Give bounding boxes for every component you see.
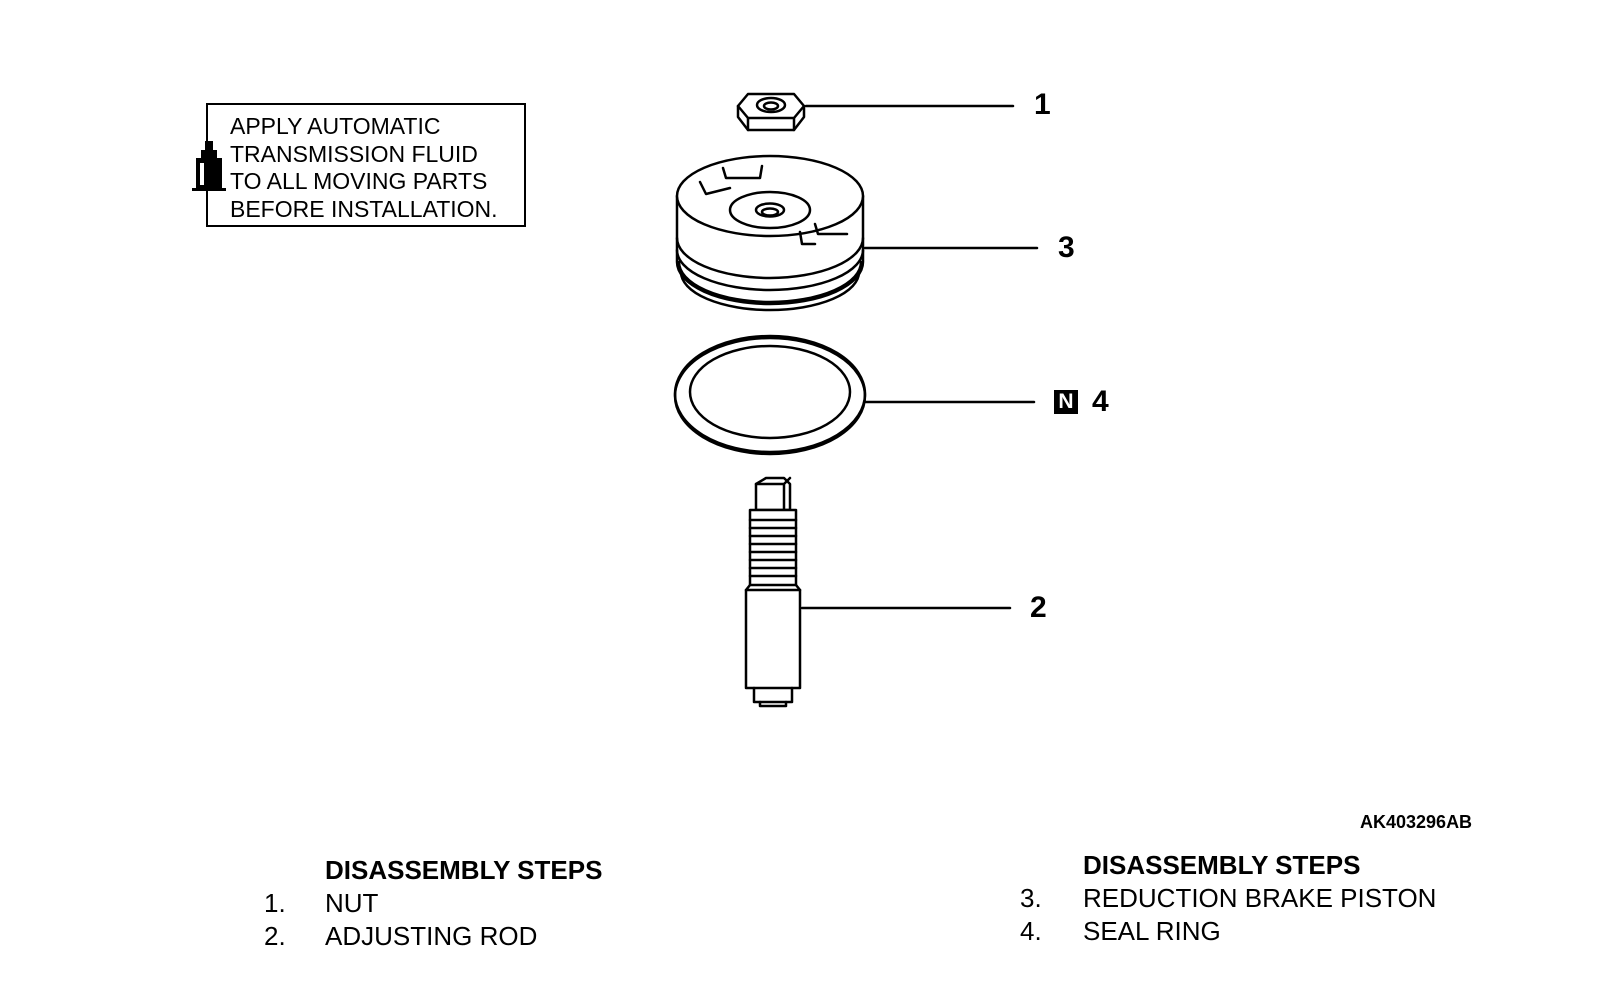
step-number: 1. — [264, 888, 286, 918]
seal-ring-part-drawing — [673, 334, 867, 456]
step-number: 3. — [1020, 883, 1042, 913]
non-reusable-n-mark: N — [1054, 390, 1078, 414]
steps-right-title: DISASSEMBLY STEPS — [1083, 850, 1361, 880]
atf-note-box: APPLY AUTOMATIC TRANSMISSION FLUID TO AL… — [206, 103, 526, 227]
step-label: ADJUSTING ROD — [325, 921, 538, 951]
step-label: NUT — [325, 888, 379, 918]
oil-can-icon — [192, 141, 226, 191]
step-label: REDUCTION BRAKE PISTON — [1083, 883, 1437, 913]
note-line-3: TO ALL MOVING PARTS — [230, 168, 488, 194]
note-line-2: TRANSMISSION FLUID — [230, 141, 478, 167]
callout-3: 3 — [1058, 231, 1075, 264]
figure-id: AK403296AB — [1360, 812, 1473, 832]
nut-part-drawing — [736, 92, 806, 132]
note-line-4: BEFORE INSTALLATION. — [230, 196, 498, 222]
callout-1: 1 — [1034, 88, 1051, 121]
callout-2: 2 — [1030, 591, 1047, 624]
step-number: 4. — [1020, 916, 1042, 946]
step-number: 2. — [264, 921, 286, 951]
piston-part-drawing — [675, 154, 865, 312]
callout-4: 4 — [1092, 385, 1109, 418]
adjusting-rod-part-drawing — [744, 476, 802, 708]
note-line-1: APPLY AUTOMATIC — [230, 113, 441, 139]
steps-left-title: DISASSEMBLY STEPS — [325, 855, 603, 885]
step-label: SEAL RING — [1083, 916, 1221, 946]
